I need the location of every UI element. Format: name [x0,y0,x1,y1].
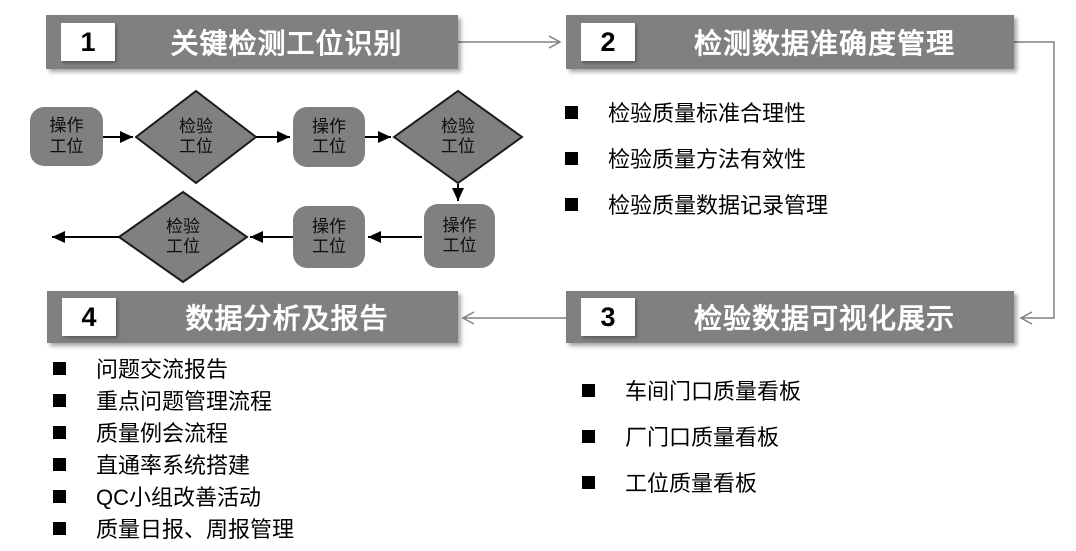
step2-title: 检测数据准确度管理 [693,28,955,59]
bullet-text: 直通率系统搭建 [96,453,251,478]
step1-number: 1 [61,23,115,61]
step3-title: 检验数据可视化展示 [693,303,955,334]
list-item: 质量日报、周报管理 [53,515,473,542]
step1-title: 关键检测工位识别 [170,28,403,59]
step4-title: 数据分析及报告 [185,303,389,334]
step2-header: 2 检测数据准确度管理 [566,15,1014,69]
step4-header: 4 数据分析及报告 [47,291,458,343]
bullet-square-icon [53,457,66,471]
bullet-text: 厂门口质量看板 [625,425,780,450]
bullet-square-icon [582,475,595,489]
list-item: 厂门口质量看板 [582,423,1002,450]
bullet-square-icon [53,393,66,407]
bullet-square-icon [53,425,66,439]
bullet-square-icon [53,521,66,535]
list-item: 检验质量标准合理性 [565,99,1005,126]
list-item: 车间门口质量看板 [582,377,1002,404]
list-item: 工位质量看板 [582,469,1002,496]
list-item: QC小组改善活动 [53,483,473,510]
list-item: 直通率系统搭建 [53,451,473,478]
step3-number: 3 [581,298,635,336]
flow-node-inspection-2-label: 检验 工位 [441,116,475,156]
flow-node-inspection-1-label: 检验 工位 [179,116,213,156]
diamond-inspection-3 [117,190,249,284]
list-item: 检验质量方法有效性 [565,145,1005,172]
step4-number: 4 [62,298,116,336]
bullet-text: 质量日报、周报管理 [96,517,295,542]
bullet-text: 车间门口质量看板 [625,379,802,404]
diamond-inspection-2 [392,89,524,185]
bullet-text: 检验质量数据记录管理 [608,193,829,218]
flow-node-inspection-3-label: 检验 工位 [166,216,200,256]
bullet-text: 重点问题管理流程 [96,389,273,414]
flow-node-operation-3: 操作 工位 [424,204,495,268]
bullet-text: 问题交流报告 [96,357,229,382]
bullet-square-icon [582,383,595,397]
list-item: 问题交流报告 [53,355,473,382]
list-item: 重点问题管理流程 [53,387,473,414]
step2-number: 2 [581,23,635,61]
list-item: 质量例会流程 [53,419,473,446]
bullet-square-icon [53,489,66,503]
bullet-text: QC小组改善活动 [96,485,262,510]
bullet-text: 工位质量看板 [625,471,758,496]
step4-bullet-list: 问题交流报告 重点问题管理流程 质量例会流程 直通率系统搭建 QC小组改善活动 … [53,355,473,547]
bullet-text: 检验质量方法有效性 [608,147,807,172]
flow-node-operation-1: 操作 工位 [30,107,103,166]
bullet-text: 检验质量标准合理性 [608,101,807,126]
step2-bullet-list: 检验质量标准合理性 检验质量方法有效性 检验质量数据记录管理 [565,99,1005,237]
step3-bullet-list: 车间门口质量看板 厂门口质量看板 工位质量看板 [582,377,1002,515]
list-item: 检验质量数据记录管理 [565,191,1005,218]
connector-step2-to-step3 [1014,41,1055,325]
step3-header: 3 检验数据可视化展示 [566,291,1014,343]
bullet-square-icon [582,429,595,443]
bullet-square-icon [565,197,578,211]
flow-node-operation-4: 操作 工位 [293,206,365,268]
bullet-square-icon [565,151,578,165]
step1-header: 1 关键检测工位识别 [46,15,458,69]
flow-node-operation-2: 操作 工位 [293,107,365,167]
bullet-text: 质量例会流程 [96,421,229,446]
bullet-square-icon [53,361,66,375]
bullet-square-icon [565,105,578,119]
